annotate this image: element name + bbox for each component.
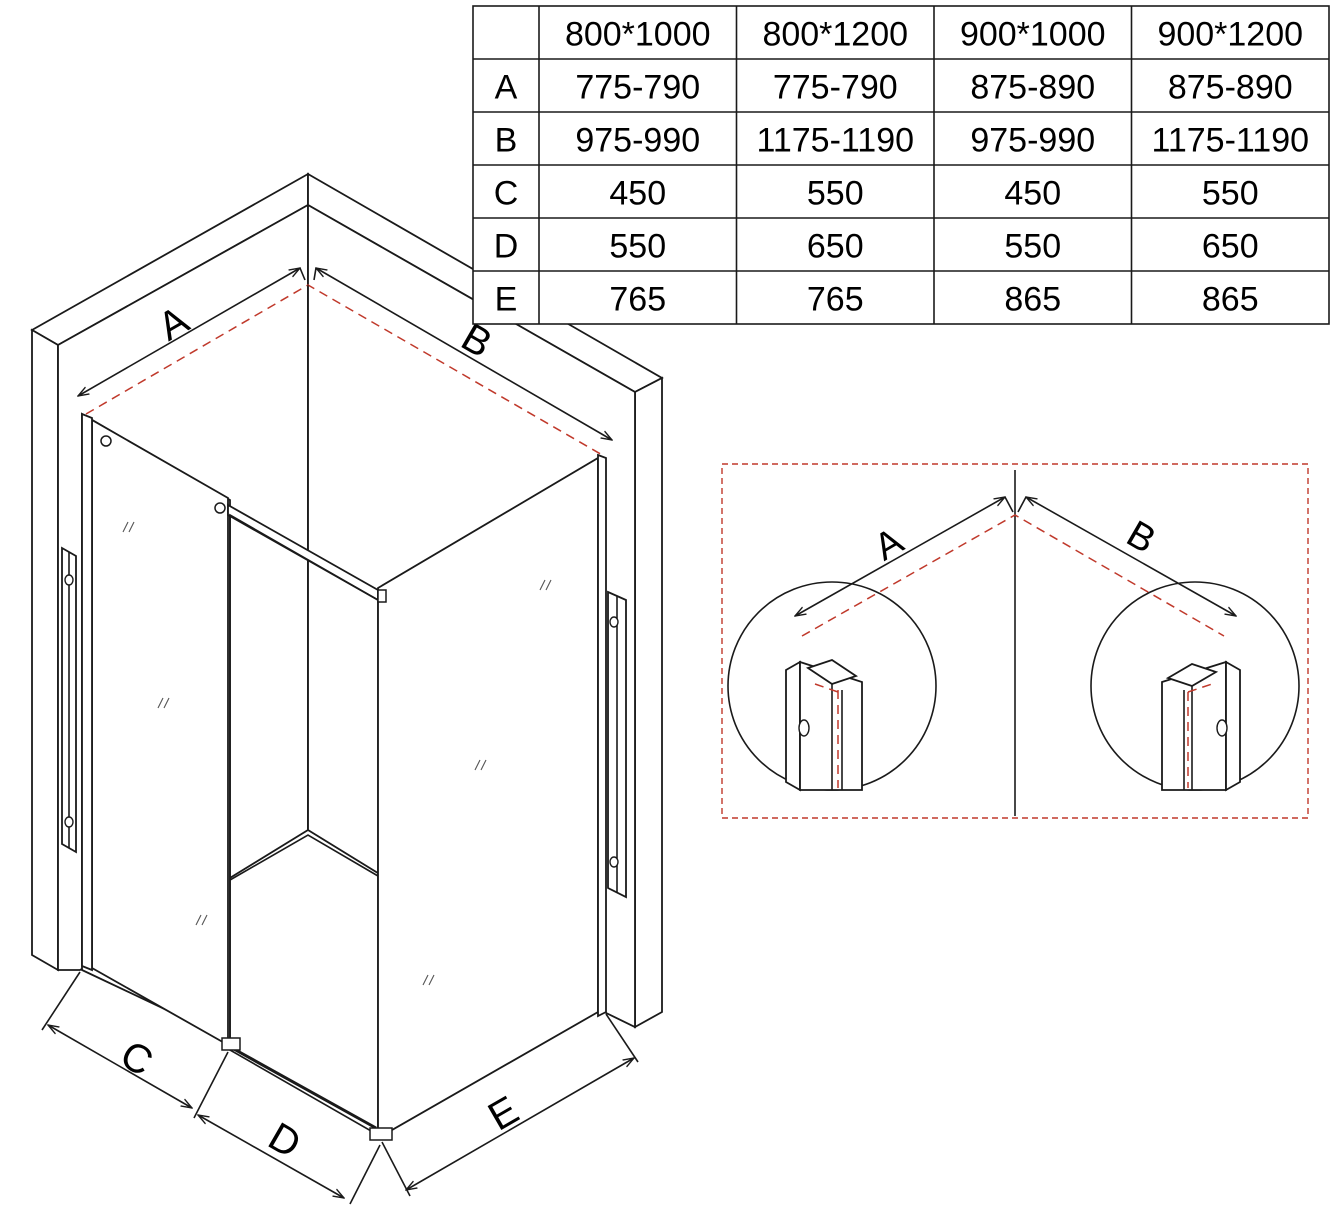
external-profiles [61,546,627,899]
table-cell: 765 [807,281,864,319]
table-cell: 775-790 [773,69,898,107]
detail-label-B: B [1120,513,1163,562]
table-cell: 550 [609,228,666,266]
table-header-cell: 800*1000 [565,16,711,54]
floor-edge [229,834,379,881]
table-cell: 450 [1004,175,1061,213]
table-cell: 765 [609,281,666,319]
table-cell: 975-990 [970,122,1095,160]
guide-block-left [221,1037,241,1051]
left-wall-profile [81,412,93,972]
table-cell: 650 [807,228,864,266]
table-cell: 875-890 [1168,69,1293,107]
table-cell: 1175-1190 [1151,122,1309,160]
roller-left [100,435,112,447]
table-cell: 550 [1202,175,1259,213]
table-row-label: D [494,228,519,266]
table-cell: 865 [1004,281,1061,319]
guide-block-right [369,1127,393,1141]
glass-hatch-marks [122,521,552,986]
table-header-cell: 900*1000 [960,16,1106,54]
table-cell: 975-990 [575,122,700,160]
sliding-door-panel [91,418,229,1047]
roller-right [214,502,226,514]
profile-detail-left [785,659,863,792]
label-C: C [113,1032,160,1085]
table-cell: 450 [609,175,666,213]
table-cell: 650 [1202,228,1259,266]
right-wall-face [634,376,663,1029]
table-cell: 865 [1202,281,1259,319]
profile-detail-right [1161,660,1241,792]
table-row-label: C [494,175,519,213]
detail-label-A: A [868,520,912,569]
glass-panels [81,412,607,1141]
bottom-guide [231,1046,377,1130]
left-wall-face [31,328,59,972]
right-wall-profile [597,453,607,1018]
table-header-cell: 800*1200 [762,16,908,54]
table-cell: 1175-1190 [756,122,914,160]
rail-end-clip [377,589,387,603]
table-header-cell: 900*1200 [1157,16,1303,54]
table-cell: 775-790 [575,69,700,107]
detail-panel: A B [721,463,1309,819]
label-D: D [261,1114,308,1167]
table-cell: 550 [1004,228,1061,266]
table-row-label: A [495,69,518,107]
table-cell: 550 [807,175,864,213]
table-cell: 875-890 [970,69,1095,107]
label-E: E [481,1088,526,1139]
table-row-label: B [495,122,518,160]
dimension-lines [41,268,639,1205]
detail-frame [721,463,1309,819]
table-row-label: E [495,281,518,319]
